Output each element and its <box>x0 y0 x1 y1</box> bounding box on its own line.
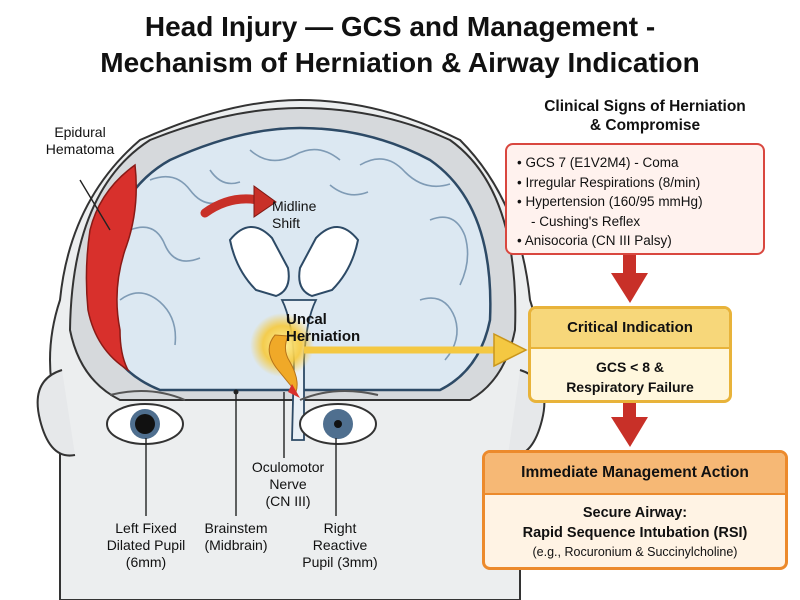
brain-gyri <box>119 148 469 361</box>
right-pupil-reactive <box>334 420 342 428</box>
management-body: Secure Airway:Rapid Sequence Intubation … <box>522 505 748 541</box>
title-line-1: Head Injury — GCS and Management - <box>144 11 656 42</box>
sign-item: GCS 7 (E1V2M4) - Coma <box>517 153 753 173</box>
left-ear <box>36 369 76 457</box>
management-action-box: Immediate Management Action Secure Airwa… <box>482 450 788 570</box>
left-pupil-dilated <box>135 414 155 434</box>
midline-shift-arrowhead <box>253 185 277 218</box>
sign-subitem: - Cushing's Reflex <box>531 213 641 229</box>
critical-header: Critical Indication <box>531 309 729 349</box>
uncus-compression <box>268 334 298 394</box>
flow-arrow-1 <box>611 255 648 303</box>
title-line-2: Mechanism of Herniation & Airway Indicat… <box>100 47 700 78</box>
right-eyebrow <box>299 390 379 401</box>
epidural-hematoma <box>85 163 137 373</box>
critical-indication-box: Critical Indication GCS < 8 &Respiratory… <box>528 306 732 403</box>
management-header: Immediate Management Action <box>485 453 785 495</box>
management-note: (e.g., Rocuronium & Succinylcholine) <box>532 545 738 559</box>
midline-shift-arrow <box>200 194 263 218</box>
ventricles <box>228 226 360 298</box>
critical-body: GCS < 8 &Respiratory Failure <box>566 359 694 395</box>
clinical-signs-box: GCS 7 (E1V2M4) - Coma Irregular Respirat… <box>505 143 765 255</box>
cn3-compression <box>288 384 300 398</box>
signs-list: GCS 7 (E1V2M4) - Coma Irregular Respirat… <box>517 153 753 251</box>
left-eyebrow <box>109 390 186 401</box>
brainstem-dot <box>233 389 239 395</box>
callout-lines <box>79 179 337 516</box>
herniation-arrowhead <box>493 332 528 368</box>
label-brainstem: Brainstem(Midbrain) <box>204 520 268 553</box>
brain <box>98 126 492 392</box>
sign-item: Hypertension (160/95 mmHg) <box>517 192 753 212</box>
sign-item: Anisocoria (CN III Palsy) <box>517 231 753 251</box>
signs-heading: Clinical Signs of Herniation& Compromise <box>544 98 746 134</box>
sign-item: Irregular Respirations (8/min) <box>517 173 753 193</box>
flow-arrow-2 <box>611 403 648 447</box>
